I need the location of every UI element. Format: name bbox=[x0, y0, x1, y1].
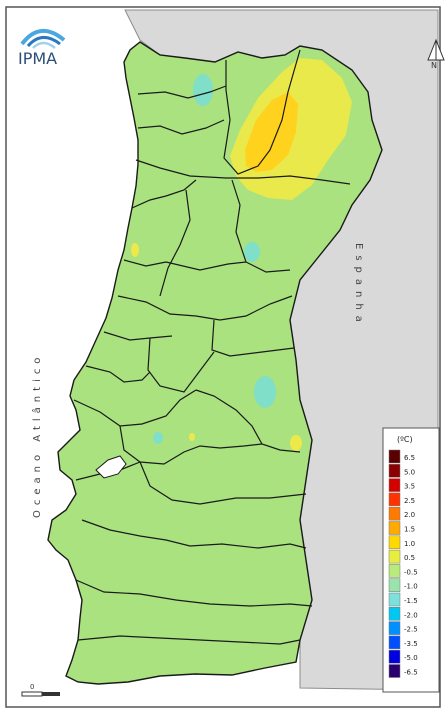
legend-swatch bbox=[388, 549, 401, 564]
cool-anomaly-zone bbox=[244, 242, 260, 262]
ocean-label: Oceano Atlântico bbox=[31, 353, 43, 518]
legend-swatch bbox=[388, 492, 401, 507]
portugal-landmass bbox=[47, 41, 383, 685]
legend-label: -1.0 bbox=[404, 583, 418, 591]
legend-swatch bbox=[388, 506, 401, 521]
north-arrow-label: N bbox=[431, 61, 437, 70]
legend-label: 5.0 bbox=[404, 468, 415, 476]
legend-swatch bbox=[388, 464, 401, 478]
spain-label: Espanha bbox=[353, 243, 364, 328]
legend-label: 1.5 bbox=[404, 526, 415, 534]
legend-swatch bbox=[388, 607, 401, 621]
ipma-logo bbox=[20, 29, 66, 49]
warm-anomaly-zone bbox=[189, 433, 195, 441]
legend-label: 6.5 bbox=[404, 454, 415, 462]
scale-bar bbox=[21, 691, 60, 697]
legend-label: 2.0 bbox=[404, 511, 415, 519]
legend-swatch bbox=[388, 535, 401, 550]
cool-anomaly-zone bbox=[153, 432, 163, 444]
warm-anomaly-zone bbox=[290, 435, 302, 451]
legend-label: -3.5 bbox=[404, 640, 418, 648]
tejo-estuary bbox=[95, 455, 127, 479]
legend-swatch bbox=[388, 664, 401, 678]
legend-label: -1.5 bbox=[404, 597, 418, 605]
cool-anomaly-zone bbox=[193, 74, 213, 106]
legend-label: 2.5 bbox=[404, 497, 415, 505]
legend-swatch bbox=[388, 649, 401, 664]
legend-label: 0.5 bbox=[404, 554, 415, 562]
warm-anomaly-zone bbox=[131, 243, 139, 257]
legend-swatch bbox=[388, 564, 401, 578]
legend-label: -0.5 bbox=[404, 568, 418, 576]
north-arrow bbox=[427, 38, 445, 61]
legend-label: -6.5 bbox=[404, 669, 418, 677]
legend-swatch bbox=[388, 592, 401, 607]
legend-label: 3.5 bbox=[404, 483, 415, 491]
cool-anomaly-zone bbox=[254, 376, 276, 408]
legend-swatch bbox=[388, 521, 401, 535]
legend-unit: (ºC) bbox=[397, 435, 413, 444]
warmer-anomaly-zone bbox=[245, 92, 298, 172]
legend-label: 1.0 bbox=[404, 540, 415, 548]
scale-bar-label: 0 bbox=[30, 683, 34, 691]
legend-swatch bbox=[388, 578, 401, 592]
legend-swatch bbox=[388, 449, 401, 464]
logo-text: IPMA bbox=[18, 49, 57, 68]
legend-swatch bbox=[388, 621, 401, 635]
legend-label: -2.5 bbox=[404, 626, 418, 634]
legend-label: -2.0 bbox=[404, 611, 418, 619]
legend-swatch bbox=[388, 635, 401, 650]
district-borders bbox=[73, 49, 351, 645]
legend-label: -5.0 bbox=[404, 654, 418, 662]
legend: (ºC) 6.5 5.0 3.5 2.5 2.0 1.5 1.0 0.5 -0.5 -1.0 -1.… bbox=[382, 427, 440, 693]
legend-swatch bbox=[388, 478, 401, 492]
